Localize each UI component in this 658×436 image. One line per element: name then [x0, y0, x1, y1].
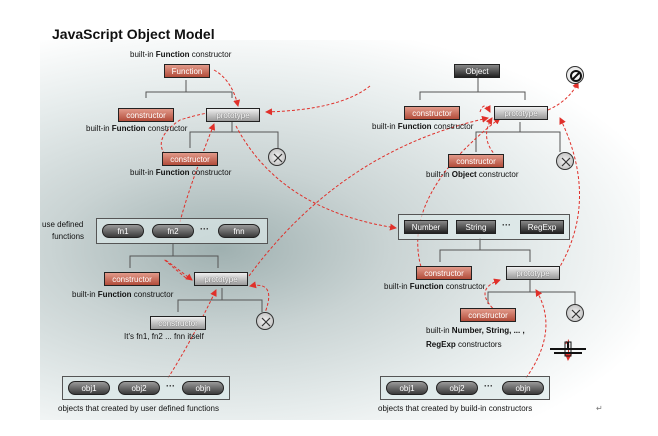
- cross-circle-icon: [556, 152, 574, 170]
- obj2-node-user: obj2: [118, 381, 160, 395]
- object-box: Object: [454, 64, 500, 78]
- label-builtin-function-top: built-in Function constructor: [130, 50, 232, 59]
- obj1-node-user: obj1: [68, 381, 110, 395]
- cross-circle-icon: [256, 312, 274, 330]
- page-title: JavaScript Object Model: [52, 26, 215, 42]
- label-builtin-number-2: RegExp constructors: [426, 340, 502, 349]
- constructor-box-object-left: constructor: [404, 106, 460, 120]
- cross-circle-icon: [566, 304, 584, 322]
- objn-node-user: objn: [182, 381, 224, 395]
- obj2-node-builtin: obj2: [436, 381, 478, 395]
- constructor-box-builtin-proto: constructor: [460, 308, 516, 322]
- number-box: Number: [404, 220, 448, 234]
- fn2-node: fn2: [152, 224, 194, 238]
- label-builtin-function-fn: built-in Function constructor: [72, 290, 174, 299]
- ellipsis: ···: [502, 220, 511, 230]
- ellipsis: ···: [200, 224, 209, 234]
- label-builtin-function-left: built-in Function constructor: [86, 124, 188, 133]
- fn1-node: fn1: [102, 224, 144, 238]
- ground-icon: [550, 341, 586, 357]
- builtin-prototype-box: prototype: [506, 266, 560, 280]
- label-objects-builtin: objects that created by build-in constru…: [378, 404, 533, 413]
- label-builtin-object: built-in Object constructor: [426, 170, 519, 179]
- ellipsis: ···: [166, 381, 175, 391]
- return-mark: ↵: [596, 404, 603, 413]
- constructor-box-object-proto: constructor: [448, 154, 504, 168]
- function-box: Function: [164, 64, 210, 78]
- string-box: String: [456, 220, 496, 234]
- constructor-box-builtin: constructor: [416, 266, 472, 280]
- label-user-defined-2: functions: [52, 232, 85, 241]
- regexp-box: RegExp: [520, 220, 564, 234]
- fn-prototype-box: prototype: [194, 272, 248, 286]
- label-user-defined-1: use defined: [42, 220, 84, 229]
- constructor-box-fn: constructor: [104, 272, 160, 286]
- object-prototype-box: prototype: [494, 106, 548, 120]
- constructor-box-function-proto: constructor: [162, 152, 218, 166]
- label-objects-user: objects that created by user defined fun…: [58, 404, 219, 413]
- label-its-fn-itself: It's fn1, fn2 ... fnn itself: [124, 332, 204, 341]
- objn-node-builtin: objn: [502, 381, 544, 395]
- constructor-box-function-left: constructor: [118, 108, 174, 122]
- constructor-box-fn-proto: constructor: [150, 316, 206, 330]
- label-builtin-function-object: built-in Function constructor: [372, 122, 474, 131]
- ellipsis: ···: [484, 381, 493, 391]
- null-icon: [566, 66, 584, 84]
- cross-circle-icon: [268, 148, 286, 166]
- fnn-node: fnn: [218, 224, 260, 238]
- function-prototype-box: prototype: [206, 108, 260, 122]
- label-builtin-function-proto: built-in Function constructor: [130, 168, 232, 177]
- obj1-node-builtin: obj1: [386, 381, 428, 395]
- label-builtin-number-1: built-in Number, String, ... ,: [426, 326, 525, 335]
- label-builtin-function-builtin: built-in Function constructor: [384, 282, 486, 291]
